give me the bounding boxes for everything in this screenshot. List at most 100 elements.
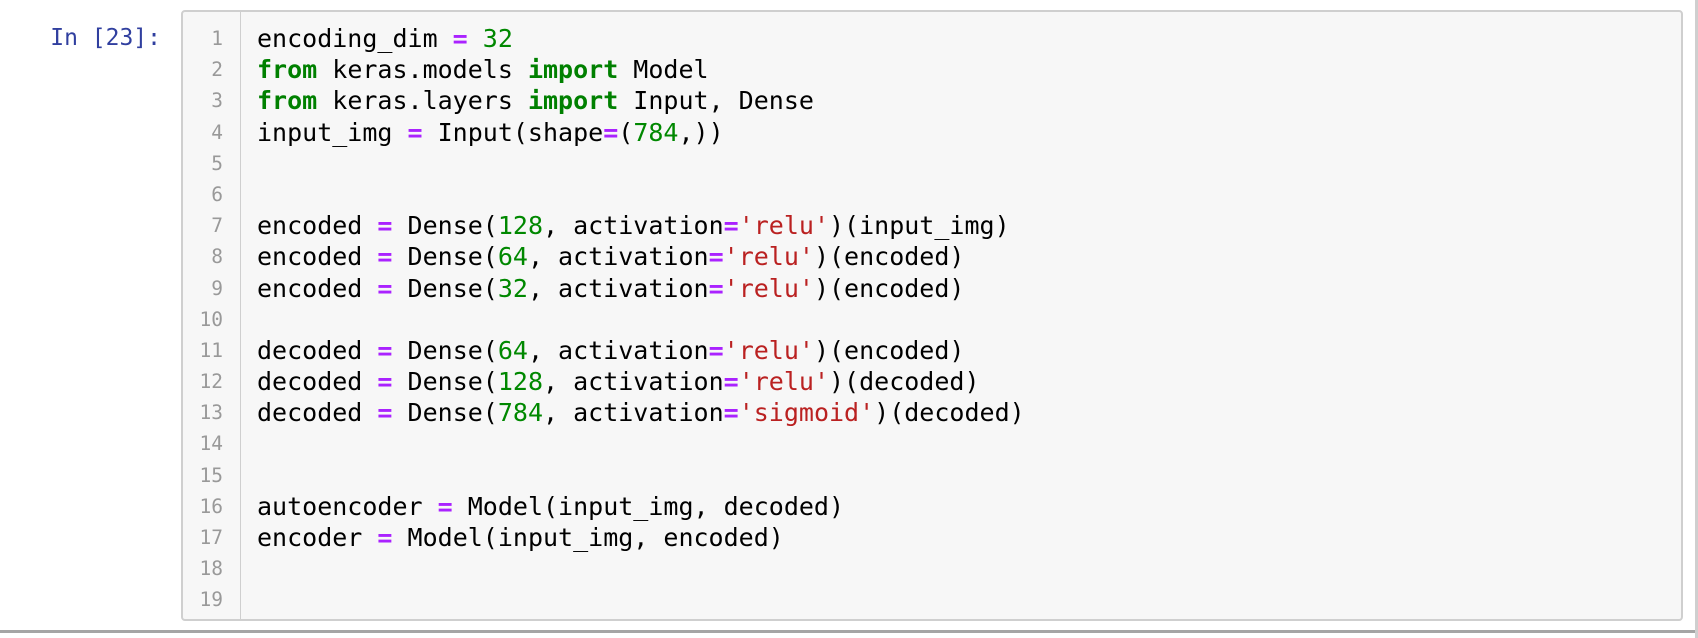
code-token: encoding_dim [257,24,453,53]
code-line[interactable] [257,148,1681,179]
code-token: = [407,117,423,147]
code-token: )(encoded) [813,335,965,365]
code-line[interactable]: decoded = Dense(784, activation='sigmoid… [257,397,1681,428]
code-token: = [377,242,393,272]
code-token: Dense( [392,242,498,272]
code-token: )(encoded) [813,242,965,272]
line-number: 12 [199,370,223,394]
code-token: = [708,335,724,365]
code-token: from [257,86,318,116]
code-token: , activation [543,398,724,428]
line-number: 14 [199,432,223,456]
code-token: = [452,24,468,53]
line-number: 8 [211,245,223,269]
code-token: Dense( [392,273,498,303]
code-line[interactable]: encoding_dim = 32 [257,23,1681,54]
line-number: 10 [199,307,223,331]
code-line[interactable]: decoded = Dense(128, activation='relu')(… [257,366,1681,397]
code-token: = [708,242,724,272]
code-token: 'relu' [723,273,814,303]
code-line[interactable] [257,584,1681,615]
code-token: keras.models [317,55,528,85]
code-token: Model(input_img, decoded) [452,491,845,521]
code-token: = [603,117,619,147]
line-number: 2 [211,58,223,82]
line-number: 16 [199,494,223,518]
code-line[interactable]: encoded = Dense(128, activation='relu')(… [257,210,1681,241]
line-number: 17 [199,526,223,549]
code-token: )(input_img) [829,211,1010,241]
code-line[interactable] [257,553,1681,584]
code-line[interactable]: encoder = Model(input_img, encoded) [257,522,1681,553]
code-token: 64 [497,242,528,272]
code-token: = [377,335,393,365]
line-number: 6 [211,182,223,206]
code-token: , activation [543,211,724,241]
code-token: = [377,367,393,397]
code-token: = [723,211,739,241]
code-token: import [527,55,619,85]
code-line[interactable]: encoded = Dense(32, activation='relu')(e… [257,273,1681,304]
line-number: 19 [199,588,223,612]
code-line[interactable]: decoded = Dense(64, activation='relu')(e… [257,335,1681,366]
code-token: decoded [257,367,378,397]
code-token: , activation [527,242,709,272]
line-number: 1 [211,27,223,50]
code-token: Dense( [392,367,498,397]
code-token: = [377,523,393,552]
code-token: )(decoded) [829,367,980,397]
code-token: = [708,273,724,303]
code-line[interactable] [257,304,1681,335]
line-number: 11 [199,338,223,362]
code-token: = [437,491,453,521]
code-token: encoded [257,273,378,303]
code-token: = [377,398,393,428]
code-token: = [377,211,393,241]
page-right-border [1695,0,1698,638]
code-token: Dense( [392,398,498,428]
code-token: 'relu' [738,367,829,397]
line-number: 13 [199,401,223,425]
code-line[interactable]: from keras.models import Model [257,54,1681,85]
input-prompt: In [23]: [50,25,161,51]
code-token: input_img [257,117,408,147]
line-number: 9 [211,276,223,300]
line-number: 3 [211,89,223,113]
code-token: = [377,273,393,303]
code-token: 'relu' [738,211,829,241]
code-line[interactable] [257,428,1681,459]
code-token: ,)) [678,117,724,147]
line-number: 15 [199,463,223,487]
code-token: 128 [497,367,543,397]
code-token: encoded [257,211,378,241]
code-line[interactable]: encoded = Dense(64, activation='relu')(e… [257,241,1681,272]
code-token: 'relu' [723,335,814,365]
code-token: keras.layers [317,86,528,116]
code-token: Dense( [392,211,498,241]
code-token: ( [618,117,634,147]
code-token [468,24,483,53]
code-token: )(encoded) [813,273,965,303]
code-token: , activation [527,273,709,303]
code-line[interactable]: from keras.layers import Input, Dense [257,85,1681,116]
code-token: Dense( [392,335,498,365]
code-line[interactable]: autoencoder = Model(input_img, decoded) [257,491,1681,522]
code-token: 'relu' [723,242,814,272]
code-line[interactable] [257,179,1681,210]
code-token: 32 [497,273,528,303]
cell-divider [0,630,1698,633]
line-number: 5 [211,151,223,175]
code-token: from [257,55,318,85]
code-token: 784 [497,398,543,428]
code-line[interactable] [257,460,1681,491]
code-line[interactable]: input_img = Input(shape=(784,)) [257,117,1681,148]
code-token: , activation [543,367,724,397]
code-token: Model [618,55,709,85]
code-token: import [527,86,619,116]
line-number: 4 [211,120,223,144]
code-token: 64 [497,335,528,365]
